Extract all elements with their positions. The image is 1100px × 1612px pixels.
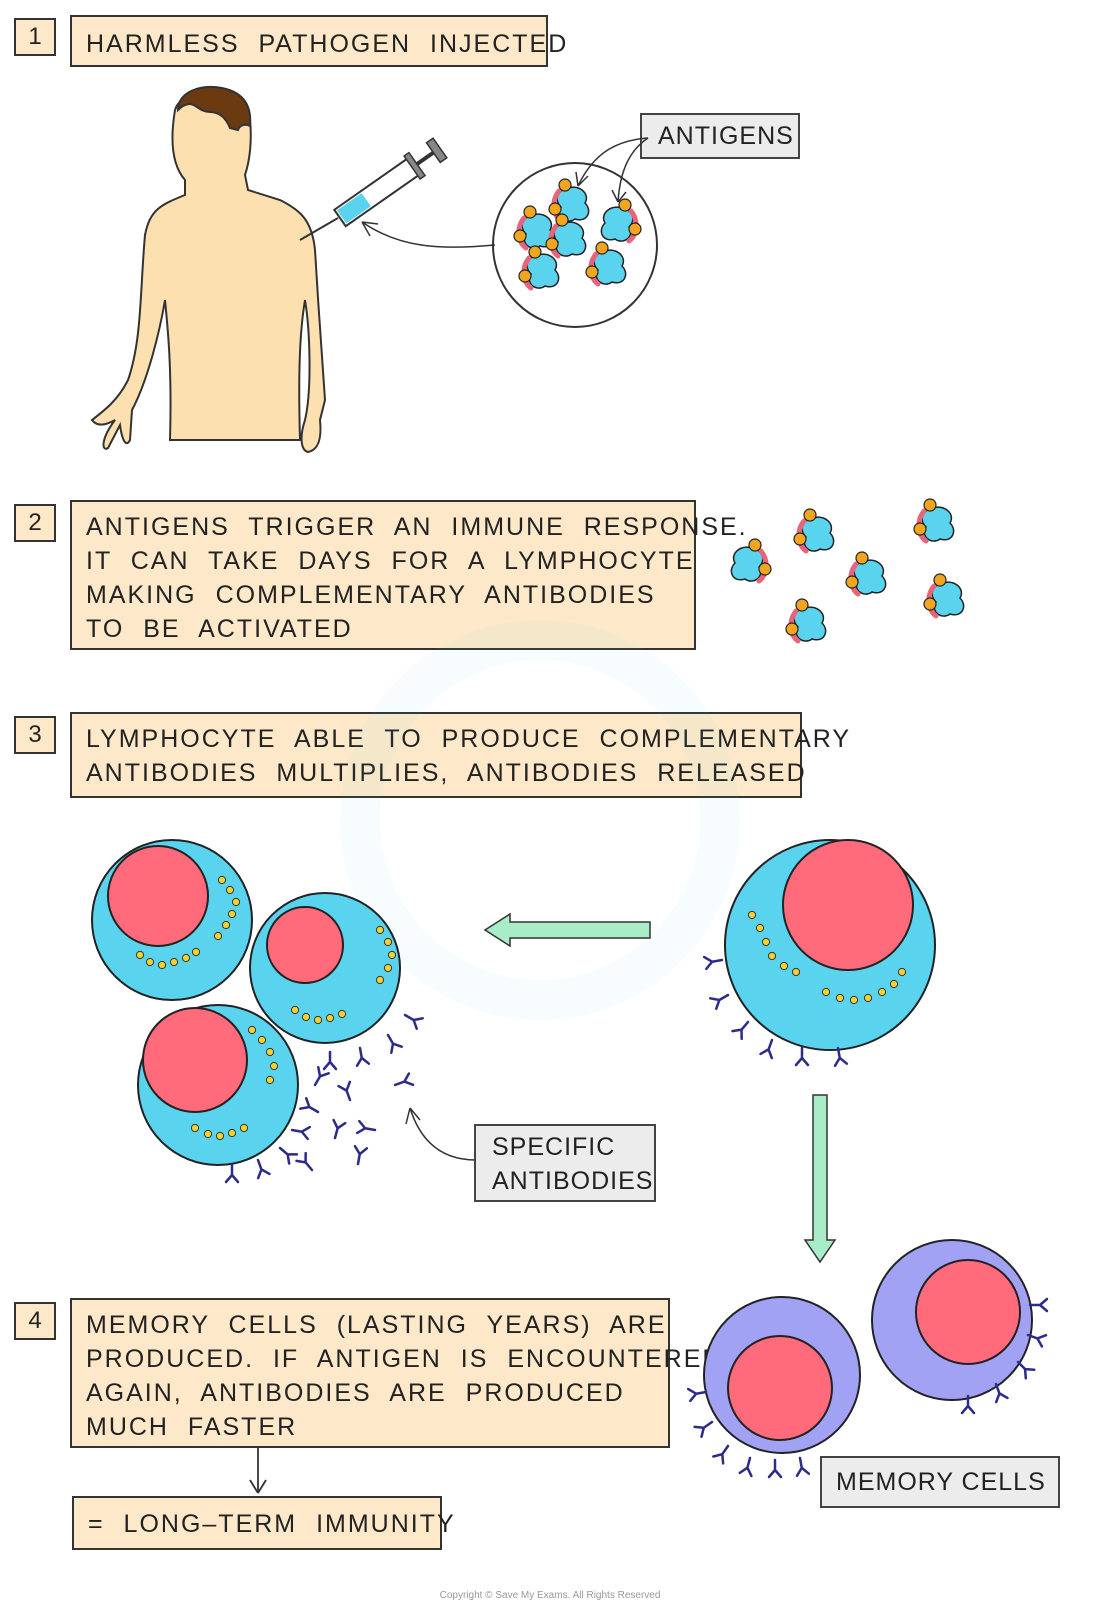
pathogen-icon [924,574,964,616]
plasma-cell [91,839,253,1001]
long-term-immunity-box: = LONG–TERM IMMUNITY [72,1496,456,1550]
result-arrow [249,1448,267,1494]
person-hair [176,86,252,132]
antigen-pointer-arrow-2 [611,137,649,203]
watermark-logo [340,620,740,1020]
step-number-1: 1 [14,18,56,56]
step-4-line-1: MEMORY CELLS (LASTING YEARS) ARE [86,1311,667,1339]
step-2-text-box: ANTIGENS TRIGGER AN IMMUNE RESPONSE. IT … [70,500,748,650]
specific-antibodies-line-1: SPECIFIC [492,1133,616,1161]
activated-lymphocyte [702,839,936,1068]
memory-cells-tag: MEMORY CELLS [820,1456,1060,1508]
step-number-4: 4 [14,1302,56,1340]
free-antibodies [295,1066,415,1176]
person-body [90,90,327,454]
antigens-tag: ANTIGENS [640,113,800,159]
pathogen-icon [731,539,771,581]
step-3-line-2: ANTIBODIES MULTIPLIES, ANTIBODIES RELEAS… [86,759,807,787]
step-2-line-2: IT CAN TAKE DAYS FOR A LYMPHOCYTE [86,547,695,575]
copyright-notice: Copyright © Save My Exams. All Rights Re… [439,1590,661,1601]
long-term-immunity-label: = LONG–TERM IMMUNITY [88,1510,456,1538]
plasma-cell [137,1004,299,1166]
step-2-line-4: TO BE ACTIVATED [86,615,353,643]
specific-antibodies-pointer [405,1107,477,1161]
step-2-line-1: ANTIGENS TRIGGER AN IMMUNE RESPONSE. [86,513,748,541]
plasma-cell [249,892,401,1044]
syringe-icon [299,137,448,241]
step-3-line-1: LYMPHOCYTE ABLE TO PRODUCE COMPLEMENTARY [86,725,852,753]
multiply-arrow [483,912,651,948]
person-figure [90,86,327,454]
step-1-line-1: HARMLESS PATHOGEN INJECTED [86,30,569,58]
memory-cell [871,1239,1049,1415]
step-4-line-2: PRODUCED. IF ANTIGEN IS ENCOUNTERED [86,1345,723,1373]
step-2-line-3: MAKING COMPLEMENTARY ANTIBODIES [86,581,656,609]
step-3-text-box: LYMPHOCYTE ABLE TO PRODUCE COMPLEMENTARY… [70,712,852,798]
step-number-3: 3 [14,716,56,754]
specific-antibodies-tag: SPECIFIC ANTIBODIES [474,1124,656,1202]
pathogen-icon [794,509,834,551]
step-1-text-box: HARMLESS PATHOGEN INJECTED [70,15,569,67]
step-4-line-4: MUCH FASTER [86,1413,298,1441]
antigens-label: ANTIGENS [658,122,794,150]
memory-cell [686,1296,861,1479]
pathogen-icon [914,499,954,541]
step-4-text-box: MEMORY CELLS (LASTING YEARS) ARE PRODUCE… [70,1298,723,1448]
memory-cells-label: MEMORY CELLS [836,1468,1046,1496]
pathogen-icon [786,599,826,641]
step-number-2: 2 [14,504,56,542]
memory-arrow [803,1094,837,1264]
specific-antibodies-line-2: ANTIBODIES [492,1167,654,1195]
syringe-pointer-arrow [361,221,496,248]
antigen-pointer-arrow-1 [575,137,649,187]
step-4-line-3: AGAIN, ANTIBODIES ARE PRODUCED [86,1379,625,1407]
pathogen-icon [846,552,886,594]
